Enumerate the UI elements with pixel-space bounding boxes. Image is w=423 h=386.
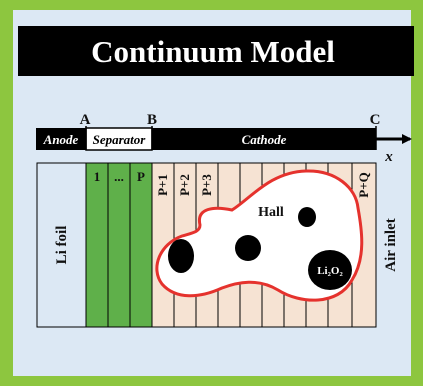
cathode-cell-label-p2: P+2 — [177, 174, 192, 196]
air-inlet-label: Air inlet — [383, 218, 399, 271]
li-foil-label: Li foil — [54, 226, 70, 265]
separator-cell-label-2: ... — [114, 169, 124, 184]
li2o2-particle — [168, 239, 194, 273]
point-label-a: A — [80, 112, 91, 128]
anode-bar-label: Anode — [43, 132, 79, 147]
cathode-bar — [152, 128, 376, 150]
separator-region — [85, 162, 153, 328]
point-label-b: B — [147, 112, 157, 128]
li2o2-particle-large — [308, 250, 352, 290]
separator-cell-label-3: P — [137, 169, 145, 184]
anode-bar — [36, 128, 86, 150]
point-label-c: C — [370, 112, 381, 128]
separator-cell-label-1: 1 — [94, 169, 101, 184]
cathode-bar-label: Cathode — [242, 132, 287, 147]
hall-label: Hall — [258, 205, 284, 220]
li2o2-label: Li₂O₂ — [317, 265, 343, 277]
li2o2-particle — [235, 235, 261, 261]
separator-bar-label: Separator — [93, 132, 147, 147]
cathode-cell-label-pq: P+Q — [356, 172, 371, 197]
figure-title: Continuum Model — [91, 34, 335, 69]
title-bar — [18, 26, 414, 76]
li2o2-particle — [298, 207, 316, 227]
x-axis-label: x — [384, 149, 393, 165]
cathode-cell-label-p3: P+3 — [199, 174, 214, 196]
cathode-cell-label-p1: P+1 — [155, 174, 170, 196]
